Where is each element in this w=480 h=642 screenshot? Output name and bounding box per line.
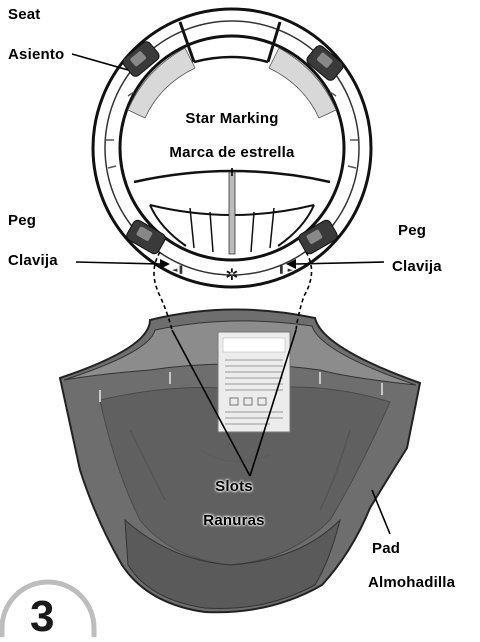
pad-leader [372,490,390,534]
label-pad-es: Almohadilla [368,574,455,591]
label-seat-es: Asiento [8,46,64,63]
label-peg-right-es: Clavija [392,258,442,275]
label-star-es: Marca de estrella [169,144,294,161]
label-slots-es: Ranuras [203,512,264,529]
label-peg-left-en: Peg [8,212,36,229]
svg-text:✲: ✲ [225,265,238,284]
svg-text:◄ ▌: ◄ ▌ [172,265,185,274]
label-pad-en: Pad [372,540,400,557]
step-number: 3 [30,592,54,642]
label-star-en: Star Marking [185,110,278,127]
label-peg-left-es: Clavija [8,252,58,269]
pad [60,309,420,612]
label-slots-en: Slots [215,478,253,495]
label-peg-right-en: Peg [398,222,426,239]
seat-leader [72,54,128,70]
peg-left-leader [76,262,160,264]
label-seat-en: Seat [8,6,41,23]
